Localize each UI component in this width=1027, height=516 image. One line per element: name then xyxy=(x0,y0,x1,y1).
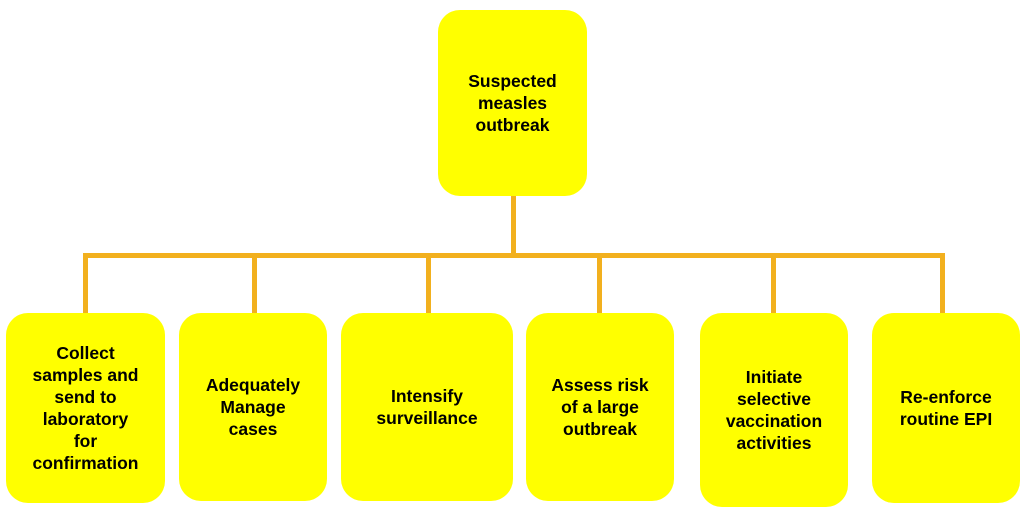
root-node: Suspected measles outbreak xyxy=(438,10,587,196)
child-connector-3 xyxy=(426,253,431,315)
child-node-5: Initiate selective vaccination activitie… xyxy=(700,313,848,507)
child-node-2: Adequately Manage cases xyxy=(179,313,327,501)
child-connector-6 xyxy=(940,253,945,315)
child-connector-5 xyxy=(771,253,776,315)
horizontal-connector-bar xyxy=(83,253,945,258)
child-node-1: Collect samples and send to laboratory f… xyxy=(6,313,165,503)
child-node-label: Intensify surveillance xyxy=(376,386,478,428)
child-node-4: Assess risk of a large outbreak xyxy=(526,313,674,501)
child-node-label: Initiate selective vaccination activitie… xyxy=(725,367,823,453)
child-connector-4 xyxy=(597,253,602,315)
root-connector-stem xyxy=(511,194,516,256)
child-connector-2 xyxy=(252,253,257,315)
child-node-6: Re-enforce routine EPI xyxy=(872,313,1020,503)
child-node-label: Adequately Manage cases xyxy=(205,375,301,439)
child-node-3: Intensify surveillance xyxy=(341,313,513,501)
child-connector-1 xyxy=(83,253,88,315)
child-node-label: Re-enforce routine EPI xyxy=(899,387,993,429)
child-node-label: Collect samples and send to laboratory f… xyxy=(32,343,139,473)
root-node-label: Suspected measles outbreak xyxy=(468,71,557,135)
child-node-label: Assess risk of a large outbreak xyxy=(551,375,649,439)
